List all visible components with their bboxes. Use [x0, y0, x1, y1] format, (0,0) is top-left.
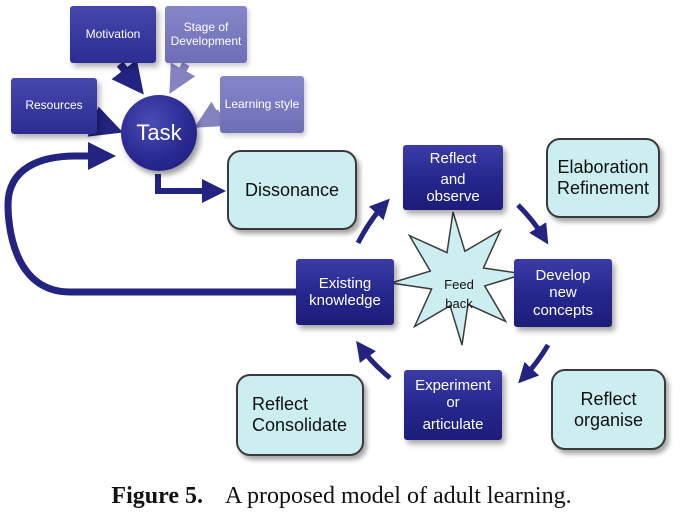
reflect-organise-box: Reflect organise [551, 369, 666, 450]
feedback-line1: Feed [444, 277, 474, 292]
existing-knowledge-box: Existing knowledge [296, 259, 394, 325]
reflect-observe-line2: and [440, 170, 466, 188]
reflect-consolidate-box: Reflect Consolidate [236, 374, 364, 456]
caption-label: Figure 5. [111, 483, 203, 509]
resources-box: Resources [11, 78, 97, 134]
resources-arrow [87, 106, 124, 137]
existing-line2: knowledge [309, 292, 381, 309]
experiment-line2: or [446, 394, 460, 412]
reflect-observe-line1: Reflect [429, 149, 477, 167]
stage-of-development-box: Stage of Development [165, 6, 247, 63]
existing-line1: Existing [318, 274, 372, 292]
stage-arrow [169, 62, 196, 94]
elaboration-line1: Elaboration [557, 157, 649, 178]
organise-line2: organise [573, 409, 644, 430]
elaboration-refinement-box: Elaboration Refinement [546, 138, 660, 218]
elaboration-line2: Refinement [556, 178, 650, 198]
task-circle: Task [121, 95, 197, 171]
cycle-arrow-1 [355, 198, 390, 245]
experiment-line1: Experiment [415, 377, 491, 395]
cycle-arrow-4 [356, 340, 392, 380]
motivation-label: Motivation [85, 26, 141, 41]
experiment-line3: articulate [422, 415, 484, 433]
motivation-arrow [111, 59, 144, 95]
develop-line2: new [549, 284, 577, 302]
dissonance-label: Dissonance [244, 179, 340, 200]
learning-style-label: Learning style [224, 96, 300, 111]
learning-style-arrow [194, 101, 226, 128]
learning-style-box: Learning style [220, 76, 304, 133]
feedback-label: Feed back [424, 276, 494, 314]
cycle-arrow-2 [516, 203, 549, 245]
develop-new-concepts-box: Develop new concepts [514, 259, 612, 327]
feedback-line2: back [445, 295, 473, 311]
cycle-arrow-3 [518, 343, 551, 384]
task-label: Task [136, 120, 182, 145]
stage-label-line2: Development [170, 33, 242, 48]
reflect-observe-line3: observe [426, 188, 480, 206]
feedback-star [390, 211, 525, 346]
reflect-observe-box: Reflect and observe [403, 145, 503, 210]
caption-text: A proposed model of adult learning. [224, 483, 572, 509]
figure-caption: Figure 5. A proposed model of adult learn… [0, 483, 683, 510]
motivation-box: Motivation [70, 6, 156, 63]
dissonance-box: Dissonance [227, 150, 357, 230]
stage-label-line1: Stage of [183, 19, 229, 34]
task-to-dissonance-arrow [155, 174, 226, 203]
loop-arrow [4, 142, 296, 296]
organise-line1: Reflect [580, 388, 637, 409]
develop-line1: Develop [535, 267, 591, 285]
experiment-articulate-box: Experiment or articulate [404, 370, 502, 440]
resources-label: Resources [25, 98, 83, 113]
consolidate-line2: Consolidate [252, 415, 348, 435]
consolidate-line1: Reflect [252, 394, 309, 415]
develop-line3: concepts [532, 301, 594, 319]
